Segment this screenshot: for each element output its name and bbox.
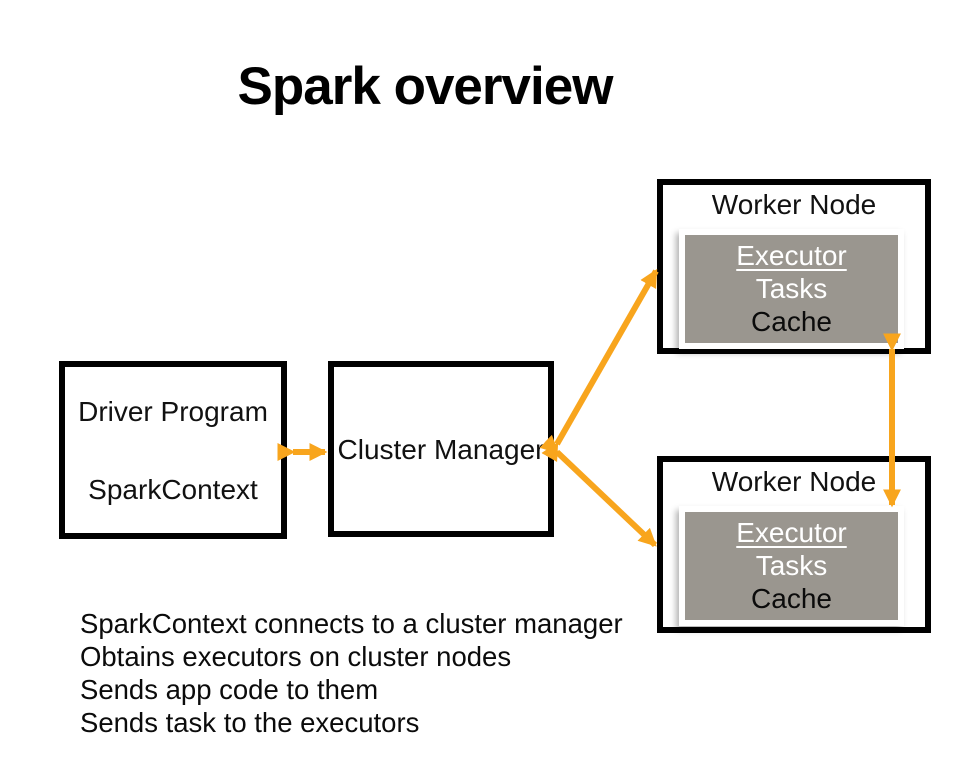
cluster-manager-label: Cluster Manager: [337, 433, 545, 465]
cache-label: Cache: [751, 583, 832, 614]
note-line-1: SparkContext connects to a cluster manag…: [80, 608, 623, 639]
worker-node-label: Worker Node: [711, 466, 877, 497]
note-line-4: Sends task to the executors: [80, 707, 420, 738]
note-line-2: Obtains executors on cluster nodes: [80, 641, 512, 672]
executor-label: Executor: [736, 240, 847, 271]
driver-program-label: Driver Program: [78, 395, 268, 427]
page-title: Spark overview: [237, 57, 614, 116]
executor-card: Executor Tasks Cache: [679, 229, 904, 349]
cache-label: Cache: [751, 306, 832, 337]
executor-panel: Executor Tasks Cache: [685, 235, 898, 343]
worker-node-bottom-box: Worker Node Executor Tasks Cache: [657, 456, 931, 633]
arrow-cluster-worker-top: [541, 268, 659, 463]
tasks-label: Tasks: [755, 550, 828, 581]
tasks-label: Tasks: [755, 273, 828, 304]
sparkcontext-label: SparkContext: [88, 473, 258, 505]
note-line-3: Sends app code to them: [80, 674, 379, 705]
cluster-manager-box: Cluster Manager: [328, 361, 554, 537]
worker-node-top-box: Worker Node Executor Tasks Cache: [657, 179, 931, 354]
driver-program-box: Driver Program SparkContext: [59, 361, 287, 539]
executor-label: Executor: [736, 517, 847, 548]
arrow-cluster-worker-bottom: [539, 434, 658, 548]
executor-card: Executor Tasks Cache: [679, 506, 904, 626]
executor-panel: Executor Tasks Cache: [685, 512, 898, 620]
notes-list: SparkContext connects to a cluster manag…: [80, 607, 623, 739]
worker-node-label: Worker Node: [711, 189, 877, 220]
